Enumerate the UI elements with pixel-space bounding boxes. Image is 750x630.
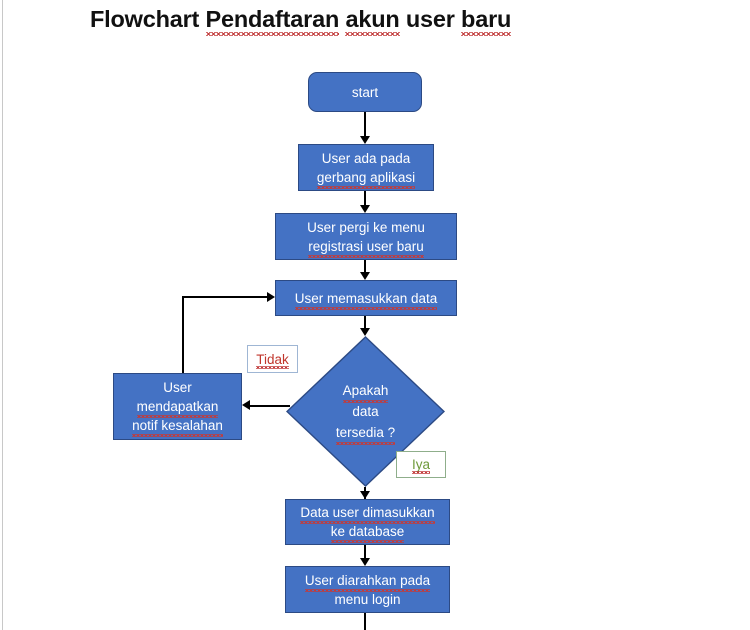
connector-start-to-gate: [364, 112, 366, 137]
arrowhead-start-to-gate: [360, 136, 370, 144]
diamond-shape: [286, 336, 445, 487]
flow-node-start-label: start: [351, 84, 379, 100]
title-word-akun: akun: [345, 6, 400, 36]
login-line2: menu login: [334, 591, 401, 607]
connector-enter-data-to-decision: [364, 316, 366, 330]
error-line1: User: [163, 380, 192, 395]
error-line3: notif kesalahan: [132, 418, 223, 437]
arrowhead-database-to-login: [360, 558, 370, 566]
title-word-pendaftaran: Pendaftaran: [205, 6, 340, 36]
connector-error-loop-horizontal: [182, 296, 269, 298]
connector-database-to-login: [364, 545, 366, 563]
error-line2: mendapatkan: [136, 399, 219, 418]
branch-label-iya-text: Iya: [411, 457, 431, 474]
arrowhead-register-to-enter-data: [360, 272, 370, 280]
arrowhead-gate-to-register: [360, 205, 370, 213]
flow-node-redirect-login-label: User diarahkan pada menu login: [292, 571, 443, 609]
page-margin-line: [2, 0, 3, 630]
flow-node-data-to-database-label: Data user dimasukkan ke database: [292, 503, 443, 543]
flow-node-go-to-register-menu-label: User pergi ke menu registrasi user baru: [307, 219, 425, 258]
connector-login-to-offscreen: [364, 613, 366, 630]
flow-node-user-at-gate[interactable]: User ada pada gerbang aplikasi: [298, 144, 434, 191]
login-line1: User diarahkan pada: [304, 572, 431, 592]
flow-node-user-enters-data-line1: User memasukkan data: [294, 290, 438, 310]
page-title: Flowchart Pendaftaran akun user baru: [90, 6, 512, 36]
database-line1: Data user dimasukkan: [300, 505, 435, 524]
flow-node-user-at-gate-label: User ada pada gerbang aplikasi: [316, 150, 416, 189]
flow-node-start[interactable]: start: [308, 72, 422, 112]
flow-node-redirect-login[interactable]: User diarahkan pada menu login: [285, 566, 450, 613]
connector-register-to-enter-data: [364, 260, 366, 278]
flow-node-data-to-database[interactable]: Data user dimasukkan ke database: [285, 499, 450, 545]
connector-gate-to-register: [364, 191, 366, 211]
flow-node-user-at-gate-line2: gerbang aplikasi: [316, 169, 416, 189]
flow-node-error-notification-label: User mendapatkan notif kesalahan: [120, 378, 235, 437]
database-line2: ke database: [330, 524, 405, 543]
flow-node-user-enters-data[interactable]: User memasukkan data: [275, 280, 457, 316]
flow-node-go-to-register-menu[interactable]: User pergi ke menu registrasi user baru: [275, 213, 457, 260]
branch-label-tidak-text: Tidak: [256, 351, 289, 369]
branch-label-tidak: Tidak: [247, 345, 298, 373]
arrowhead-decision-to-database: [360, 491, 370, 499]
connector-error-loop-vertical: [182, 297, 184, 373]
title-word-flowchart: Flowchart: [90, 6, 206, 32]
flow-node-error-notification[interactable]: User mendapatkan notif kesalahan: [113, 373, 242, 440]
branch-label-iya: Iya: [396, 451, 446, 478]
arrowhead-error-loop-to-enter-data: [267, 292, 275, 302]
connector-decision-to-error: [250, 405, 290, 407]
arrowhead-decision-to-error: [242, 400, 250, 410]
flow-node-go-to-register-menu-line2: registrasi user baru: [308, 238, 424, 258]
flow-node-user-enters-data-label: User memasukkan data: [282, 289, 450, 310]
title-word-baru: baru: [461, 6, 512, 36]
arrowhead-enter-data-to-decision: [360, 328, 370, 336]
